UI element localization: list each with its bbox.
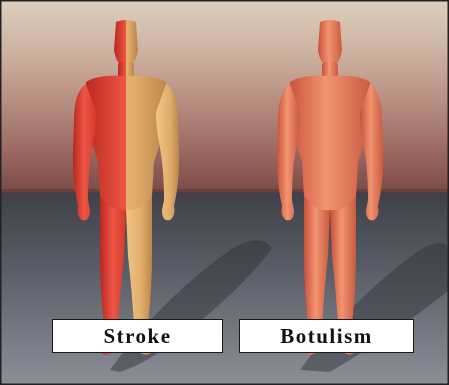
botulism-label: Botulism [239,319,414,353]
stroke-label: Stroke [52,319,223,353]
horizon-line [0,189,449,193]
